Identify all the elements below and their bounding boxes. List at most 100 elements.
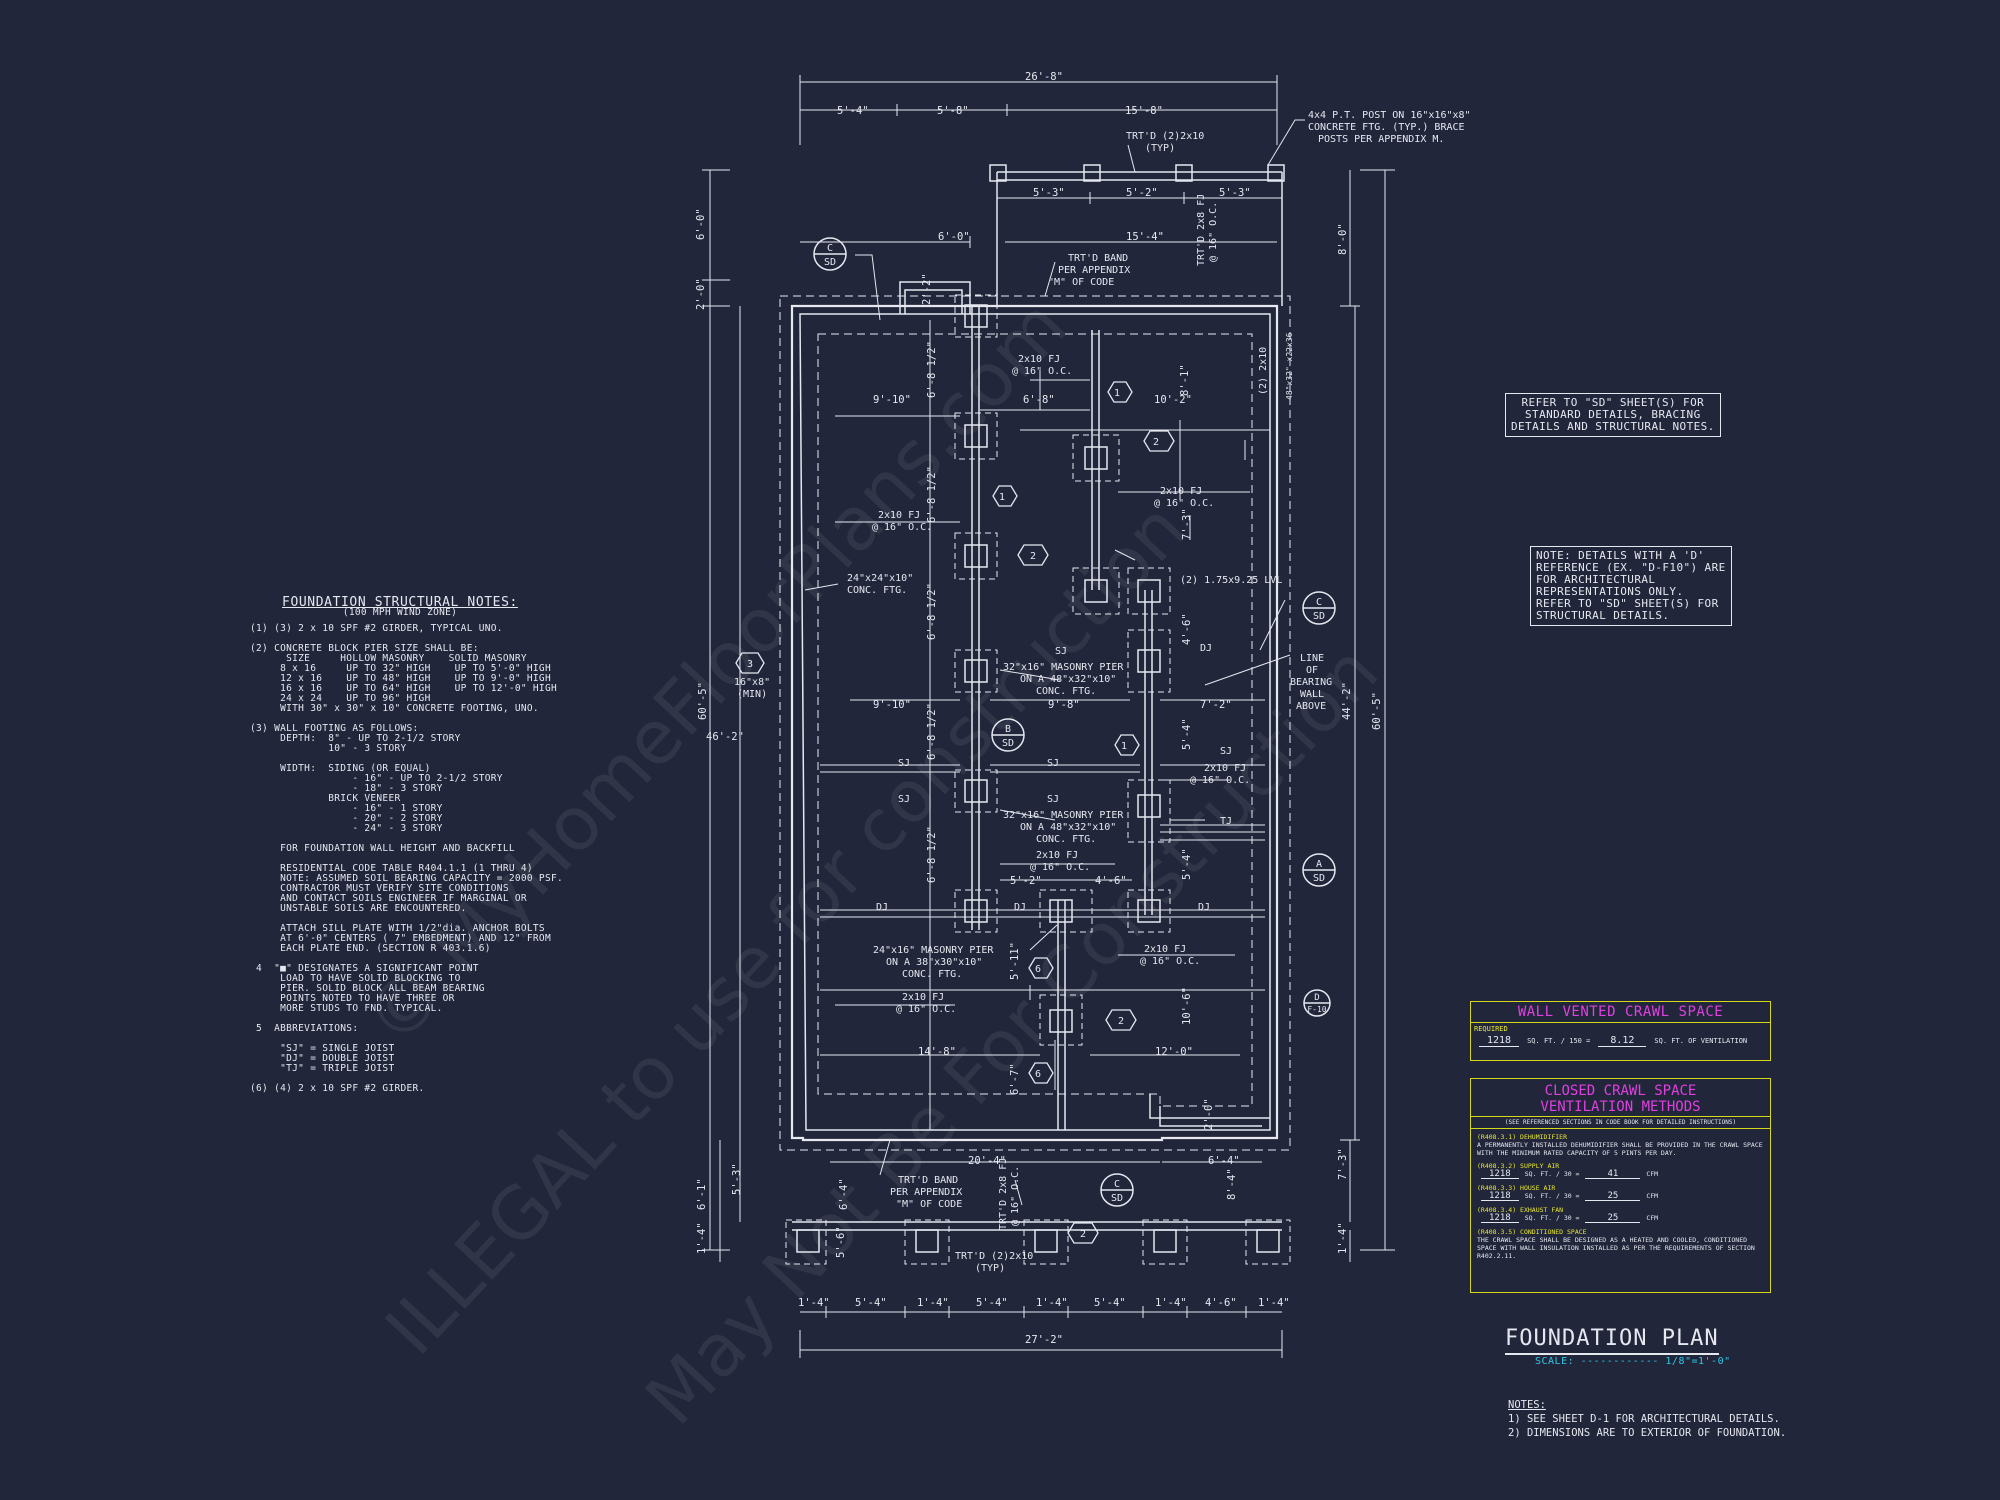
notes-line: (6) (4) 2 x 10 SPF #2 GIRDER. — [250, 1083, 425, 1094]
sec-d: D — [1314, 993, 1319, 1003]
dim-5-11: 5'-11" — [1009, 942, 1021, 980]
dim-v-6-4: 6'-4" — [838, 1178, 850, 1210]
tag-2c: 2 — [1118, 1016, 1124, 1027]
dehum-text: A PERMANENTLY INSTALLED DEHUMIDIFIER SHA… — [1477, 1141, 1763, 1157]
wall-vented-unit: SQ. FT. OF VENTILATION — [1654, 1037, 1748, 1045]
sj-5: SJ — [1047, 794, 1059, 805]
dim-6-7: 6'-7" — [1009, 1063, 1021, 1095]
note-box: NOTE: DETAILS WITH A 'D' REFERENCE (EX. … — [1530, 546, 1732, 626]
tag-2a: 2 — [1153, 437, 1159, 448]
foundation-wall-outer — [790, 304, 1279, 1142]
porch-post-2 — [1083, 164, 1101, 182]
wall-vented-row: 1218 SQ. FT. / 150 = 8.12 SQ. FT. OF VEN… — [1471, 1035, 1770, 1047]
masonry-32-b1: 32"x16" MASONRY PIER — [1003, 810, 1124, 821]
dim-10-6: 10'-6" — [1181, 987, 1193, 1025]
notes-line: 4 "■" DESIGNATES A SIGNIFICANT POINT — [250, 963, 479, 974]
house-row: 1218 SQ. FT. / 30 = 25 CFM — [1477, 1192, 1764, 1201]
dim-1-4: 1'-4" — [696, 1222, 708, 1254]
plan-title: FOUNDATION PLAN — [1505, 1326, 1719, 1355]
dim-5-3: 5'-3" — [731, 1163, 743, 1195]
porch-bottom — [792, 1221, 1282, 1231]
notes-line: BRICK VENEER — [250, 793, 401, 804]
sj-2: SJ — [898, 758, 910, 769]
notes-line: FOR FOUNDATION WALL HEIGHT AND BACKFILL — [250, 843, 515, 854]
fj-5a: 2x10 FJ — [1036, 850, 1078, 861]
fj-7a: 2x10 FJ — [902, 992, 944, 1003]
notes-line: "DJ" = DOUBLE JOIST — [250, 1053, 395, 1064]
sec-d-f10: F-10 — [1307, 1005, 1326, 1014]
dim-right-8-0: 8'-0" — [1337, 223, 1349, 255]
trtd-band-top-2: PER APPENDIX — [1058, 265, 1130, 276]
bearing-2: OF — [1306, 665, 1318, 676]
footnotes-header: NOTES: — [1508, 1399, 1546, 1411]
dim-bottom-s8: 4'-6" — [1205, 1297, 1237, 1309]
bearing-3: BEARING — [1290, 677, 1332, 688]
notes-line: 24 x 24 UP TO 96" HIGH — [250, 693, 431, 704]
notes-line: WITH 30" x 30" x 10" CONCRETE FOOTING, U… — [250, 703, 539, 714]
notes-line: POINTS NOTED TO HAVE THREE OR — [250, 993, 455, 1004]
porch-post-3 — [1175, 164, 1193, 182]
dehum-head: (R408.3.1) DEHUMIDIFIER — [1477, 1133, 1568, 1141]
dim-9-10a: 9'-10" — [873, 394, 911, 406]
vert-4x32: 48"x32" x22x36 — [1285, 332, 1294, 400]
dim-bottom-s1: 1'-4" — [798, 1297, 830, 1309]
girder-mid — [1091, 330, 1100, 590]
dim-7-3: 7'-3" — [1181, 508, 1193, 540]
closed-crawl-title2: VENTILATION METHODS — [1471, 1099, 1770, 1117]
notes-line: PIER. SOLID BLOCK ALL BEAM BEARING — [250, 983, 485, 994]
wall-vented-sqft: 1218 — [1479, 1035, 1520, 1047]
tag-3: 3 — [747, 659, 753, 670]
notes-subtitle: (100 MPH WIND ZONE) — [342, 607, 458, 618]
masonry-24-3: CONC. FTG. — [902, 969, 962, 980]
notes-line: 5 ABBREVIATIONS: — [250, 1023, 359, 1034]
notes-line: - 24" - 3 STORY — [250, 823, 443, 834]
fj-1b: @ 16" O.C. — [1012, 366, 1072, 377]
bearing-1: LINE — [1300, 653, 1324, 664]
exhaust-div: SQ. FT. / 30 = — [1524, 1214, 1580, 1222]
dim-6-8c: 6'-8 1/2" — [926, 583, 938, 640]
notes-line: - 18" - 3 STORY — [250, 783, 443, 794]
bottom-post-5 — [1256, 1229, 1280, 1253]
girder-lower — [1057, 900, 1066, 1130]
girder-left — [971, 306, 980, 930]
footnotes: NOTES: 1) SEE SHEET D-1 FOR ARCHITECTURA… — [1508, 1398, 1786, 1440]
tag-6b: 6 — [1035, 1069, 1041, 1080]
wall-vented-result: 8.12 — [1598, 1035, 1647, 1047]
notes-line: (3) WALL FOOTING AS FOLLOWS: — [250, 723, 419, 734]
notes-line: (1) (3) 2 x 10 SPF #2 GIRDER, TYPICAL UN… — [250, 623, 503, 634]
trtd-band-bot-1: TRT'D BAND — [898, 1175, 958, 1186]
dim-bottom-s3: 1'-4" — [917, 1297, 949, 1309]
house-cfm: CFM — [1646, 1192, 1659, 1200]
sec-c-bot-sd: SD — [1111, 1193, 1123, 1204]
trtd-band-top-3: "M" OF CODE — [1048, 277, 1114, 288]
sec-c-right: C — [1316, 597, 1322, 608]
pier-3-1: 16"x8" — [734, 677, 770, 688]
trtd-band-bot-3: "M" OF CODE — [896, 1199, 962, 1210]
dim-porch-1: 5'-3" — [1033, 187, 1065, 199]
porch-post-4 — [1267, 164, 1285, 182]
trtd-fj-bot-2: @ 16" O.C. — [1010, 1166, 1021, 1226]
dj-4: DJ — [1198, 902, 1210, 913]
dim-6-1: 6'-1" — [696, 1178, 708, 1210]
dim-bottom-s2: 5'-4" — [855, 1297, 887, 1309]
fj-6b: @ 16" O.C. — [1140, 956, 1200, 967]
sj-3: SJ — [1047, 758, 1059, 769]
masonry-32-b3: CONC. FTG. — [1036, 834, 1096, 845]
dim-6-8a: 6'-8 1/2" — [926, 341, 938, 398]
trtd-bot-2: (TYP) — [975, 1263, 1005, 1274]
wall-vented-box: WALL VENTED CRAWL SPACE REQUIRED 1218 SQ… — [1470, 1001, 1771, 1061]
supply-cfm: CFM — [1646, 1170, 1659, 1178]
trtd-bot-1: TRT'D (2)2x10 — [955, 1251, 1033, 1262]
sj-1: SJ — [1055, 646, 1067, 657]
tj-1: TJ — [1220, 816, 1232, 827]
tag-1c: 1 — [1121, 741, 1127, 752]
masonry-32-a2: ON A 48"x32"x10" — [1020, 674, 1116, 685]
dim-bottom-s6: 5'-4" — [1094, 1297, 1126, 1309]
footing-outline — [779, 295, 1291, 1151]
sec-c-bot: C — [1114, 1179, 1120, 1190]
conc-24-1: 24"x24"x10" — [847, 573, 913, 584]
post-note-3: POSTS PER APPENDIX M. — [1318, 134, 1444, 145]
supply-row: 1218 SQ. FT. / 30 = 41 CFM — [1477, 1170, 1764, 1179]
trtd-top-2: (TYP) — [1145, 143, 1175, 154]
